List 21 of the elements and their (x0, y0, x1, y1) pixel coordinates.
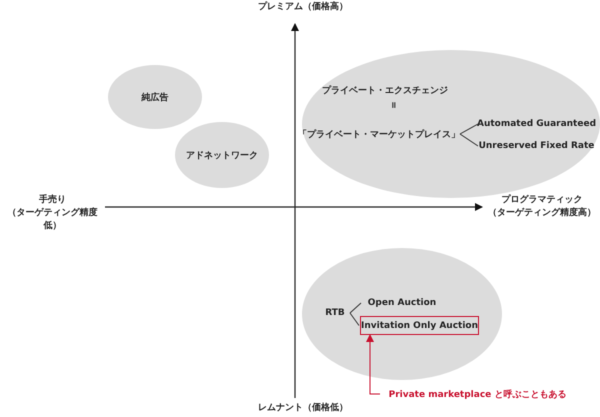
bracket-line (460, 134, 478, 146)
item-label: Automated Guaranteed (479, 117, 594, 131)
axis-label: レムナント（価格低） (257, 402, 349, 414)
bracket-line (460, 124, 478, 134)
item-label: 「プライベート・マーケットプレイス」 (300, 126, 458, 142)
item-label: Open Auction (362, 296, 442, 310)
equals-sign: = (388, 100, 398, 111)
highlight-box (360, 316, 479, 335)
axis-label: 手売り（ターゲティング精度低） (6, 193, 98, 232)
leader-arrow (366, 334, 380, 394)
item-label: RTB (322, 306, 348, 320)
region-label: アドネットワーク (186, 150, 258, 162)
item-label: プライベート・エクスチェンジ (320, 82, 450, 98)
bracket-line (350, 312, 360, 326)
annotation-text: Private marketplace と呼ぶこともある (380, 387, 575, 401)
axis-label: プログラマティック（ターゲティング精度高） (487, 193, 597, 219)
axis-label: プレミアム（価格高） (257, 0, 349, 13)
item-label: Unreserved Fixed Rate (479, 139, 594, 153)
region-label: 純広告 (142, 91, 168, 104)
region-label: Invitation Only Auction (360, 320, 478, 330)
bracket-line (350, 302, 362, 314)
